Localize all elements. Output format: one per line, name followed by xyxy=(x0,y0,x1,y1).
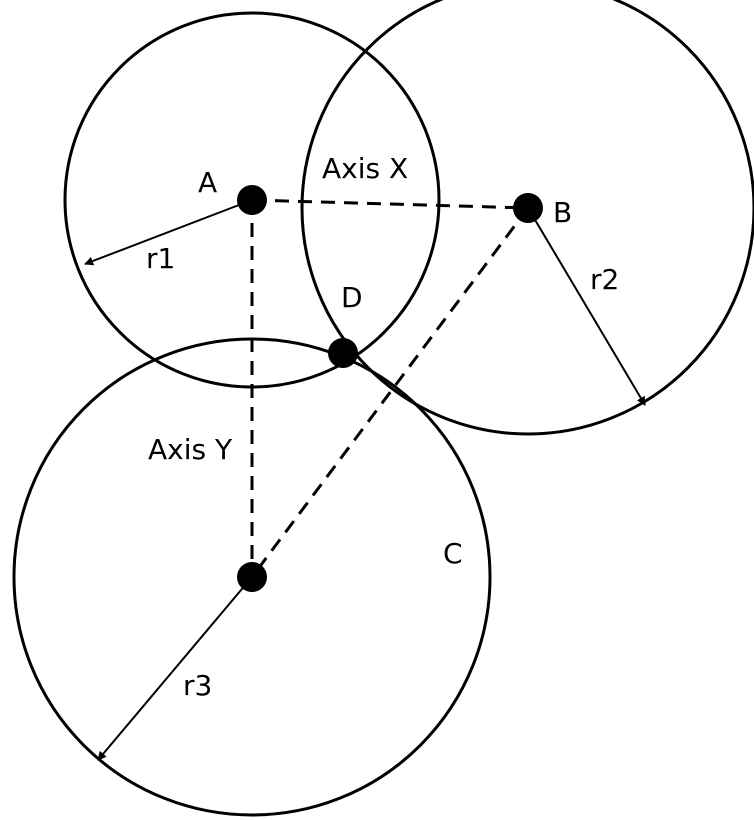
radius-r1-arrow xyxy=(84,199,253,266)
circle-b xyxy=(300,0,754,436)
label-axis-x: Axis X xyxy=(322,152,408,185)
b-to-c-line xyxy=(250,207,530,578)
label-radius-r2: r2 xyxy=(590,263,619,296)
label-axis-y: Axis Y xyxy=(148,433,233,466)
radius-r3-arrow xyxy=(97,576,253,761)
point-c xyxy=(237,562,267,592)
point-a xyxy=(237,185,267,215)
label-radius-r3: r3 xyxy=(183,669,212,702)
label-point-d: D xyxy=(341,281,363,314)
label-point-c: C xyxy=(443,537,463,570)
radius-r2-arrow xyxy=(527,207,646,406)
axis-x-line xyxy=(251,198,529,210)
label-point-b: B xyxy=(553,196,572,229)
point-d xyxy=(328,338,358,368)
label-point-a: A xyxy=(198,166,217,199)
point-b xyxy=(513,193,543,223)
label-radius-r1: r1 xyxy=(146,242,175,275)
